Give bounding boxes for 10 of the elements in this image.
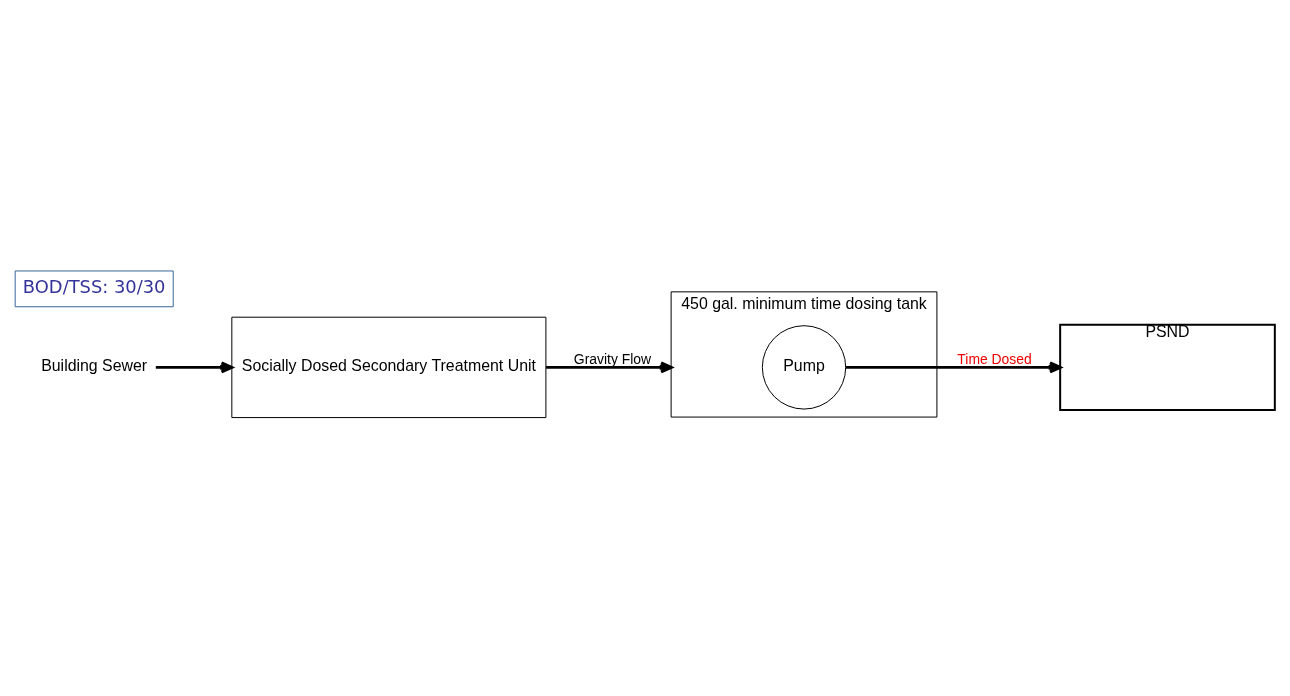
edge-label: Time Dosed: [957, 350, 1032, 367]
node-box: BOD/TSS: 30/30: [14, 270, 174, 308]
node-circle: Pump: [761, 325, 847, 410]
node-box: PSND: [1059, 323, 1276, 412]
node-box: Socially Dosed Secondary Treatment Unit: [231, 316, 547, 419]
arrow: [845, 361, 1062, 374]
arrow: [546, 361, 673, 374]
edge-label: Gravity Flow: [573, 350, 652, 367]
arrow: [155, 361, 234, 374]
node-text: Building Sewer: [41, 357, 148, 375]
